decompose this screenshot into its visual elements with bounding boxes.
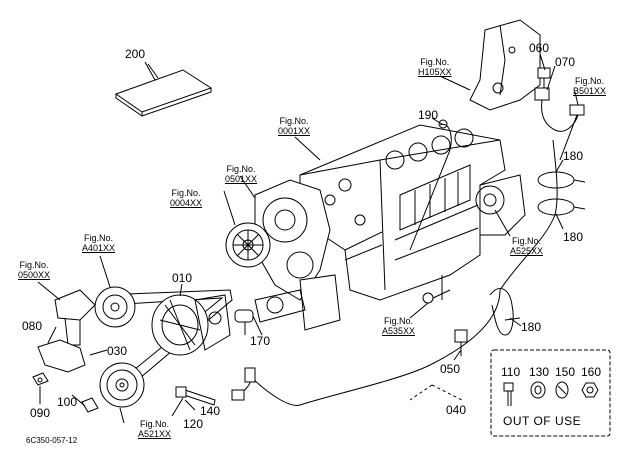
part-label-190[interactable]: 190 (418, 108, 439, 122)
fig-ref-0004xx-number: 0004XX (170, 198, 203, 208)
leader-lines (38, 54, 578, 423)
fig-ref-0501xx-number: 0501XX (225, 174, 258, 184)
part-label-120[interactable]: 120 (183, 417, 204, 431)
fig-ref-0001xx-number: 0001XX (278, 126, 311, 136)
fig-ref-0004xx-prefix: Fig.No. (171, 188, 201, 198)
part-label-080[interactable]: 080 (22, 319, 43, 333)
part-label-140[interactable]: 140 (200, 404, 221, 418)
alternator-bracket (38, 340, 85, 372)
part-label-040[interactable]: 040 (446, 403, 467, 417)
part-label-180-upper[interactable]: 180 (563, 149, 584, 163)
thermostat-housing (55, 290, 95, 345)
fig-ref-h105xx[interactable]: Fig.No. H105XX (418, 57, 452, 77)
fig-ref-b501xx[interactable]: Fig.No. B501XX (573, 76, 606, 96)
connector-050 (455, 330, 467, 356)
part-label-200[interactable]: 200 (125, 47, 146, 61)
out-of-use-box (491, 350, 610, 436)
fig-ref-a401xx-number: A401XX (82, 243, 116, 253)
fig-ref-a525xx[interactable]: Fig.No. A525XX (510, 236, 543, 256)
fig-ref-a521xx-prefix: Fig.No. (140, 419, 170, 429)
part-label-090[interactable]: 090 (30, 406, 51, 420)
lower-pulley (100, 363, 144, 407)
harness-plug (560, 105, 584, 160)
legend-code-130[interactable]: 130 (529, 365, 550, 379)
part-label-030[interactable]: 030 (107, 344, 128, 358)
fig-ref-0501xx[interactable]: Fig.No. 0501XX (225, 164, 257, 184)
fig-ref-h105xx-prefix: Fig.No. (420, 57, 450, 67)
part-label-050[interactable]: 050 (440, 362, 461, 376)
part-label-170[interactable]: 170 (250, 334, 271, 348)
part-label-060[interactable]: 060 (529, 41, 550, 55)
part-label-180-lower[interactable]: 180 (521, 320, 542, 334)
bolt-090 (33, 373, 48, 385)
wiring-harness (232, 140, 557, 405)
fig-ref-a521xx[interactable]: Fig.No. A521XX (138, 419, 171, 439)
cable-clamp-upper (538, 172, 585, 188)
engine-block (300, 125, 525, 300)
fig-ref-a525xx-number: A525XX (510, 246, 544, 256)
fig-ref-a535xx-number: A535XX (382, 326, 416, 336)
fig-ref-b501xx-prefix: Fig.No. (575, 76, 605, 86)
fig-ref-a535xx[interactable]: Fig.No. A535XX (382, 316, 415, 336)
fig-ref-a401xx[interactable]: Fig.No. A401XX (82, 233, 115, 253)
fan-pulley (95, 287, 135, 327)
crank-pulley (255, 290, 305, 322)
spacer-170 (235, 310, 262, 335)
water-pump (226, 223, 270, 267)
alternator (152, 295, 230, 355)
fig-ref-0500xx[interactable]: Fig.No. 0500XX (18, 260, 50, 280)
fig-ref-0500xx-number: 0500XX (18, 270, 51, 280)
gear-case (255, 180, 340, 330)
fig-ref-0501xx-prefix: Fig.No. (226, 164, 256, 174)
fig-ref-a401xx-prefix: Fig.No. (84, 233, 114, 243)
fig-ref-h105xx-number: H105XX (418, 67, 452, 77)
part-label-180-middle[interactable]: 180 (563, 230, 584, 244)
fig-ref-0001xx[interactable]: Fig.No. 0001XX (278, 116, 310, 136)
fig-ref-0500xx-prefix: Fig.No. (19, 260, 49, 270)
bolt-100 (82, 398, 98, 412)
fig-ref-a535xx-prefix: Fig.No. (384, 316, 414, 326)
legend-code-160[interactable]: 160 (581, 365, 602, 379)
legend-title: OUT OF USE (503, 414, 582, 428)
fig-ref-a521xx-number: A521XX (138, 429, 172, 439)
manual-booklet (116, 64, 211, 116)
mounting-bracket (470, 20, 540, 110)
dipstick (410, 120, 451, 250)
cable-loop (490, 288, 520, 335)
fig-ref-0001xx-prefix: Fig.No. (279, 116, 309, 126)
part-label-100[interactable]: 100 (57, 395, 78, 409)
fig-ref-b501xx-number: B501XX (573, 86, 607, 96)
fig-ref-0004xx[interactable]: Fig.No. 0004XX (170, 188, 202, 208)
legend-parts (504, 382, 598, 406)
part-label-070[interactable]: 070 (555, 55, 576, 69)
fig-ref-a525xx-prefix: Fig.No. (512, 236, 542, 246)
legend-code-150[interactable]: 150 (555, 365, 576, 379)
cable-clamp-lower (538, 199, 585, 215)
sensor-a535 (423, 275, 450, 303)
drawing-reference: 6C350-057-12 (26, 436, 78, 445)
legend-code-110[interactable]: 110 (501, 365, 521, 379)
part-label-010[interactable]: 010 (172, 271, 193, 285)
bolt-140 (176, 387, 215, 405)
